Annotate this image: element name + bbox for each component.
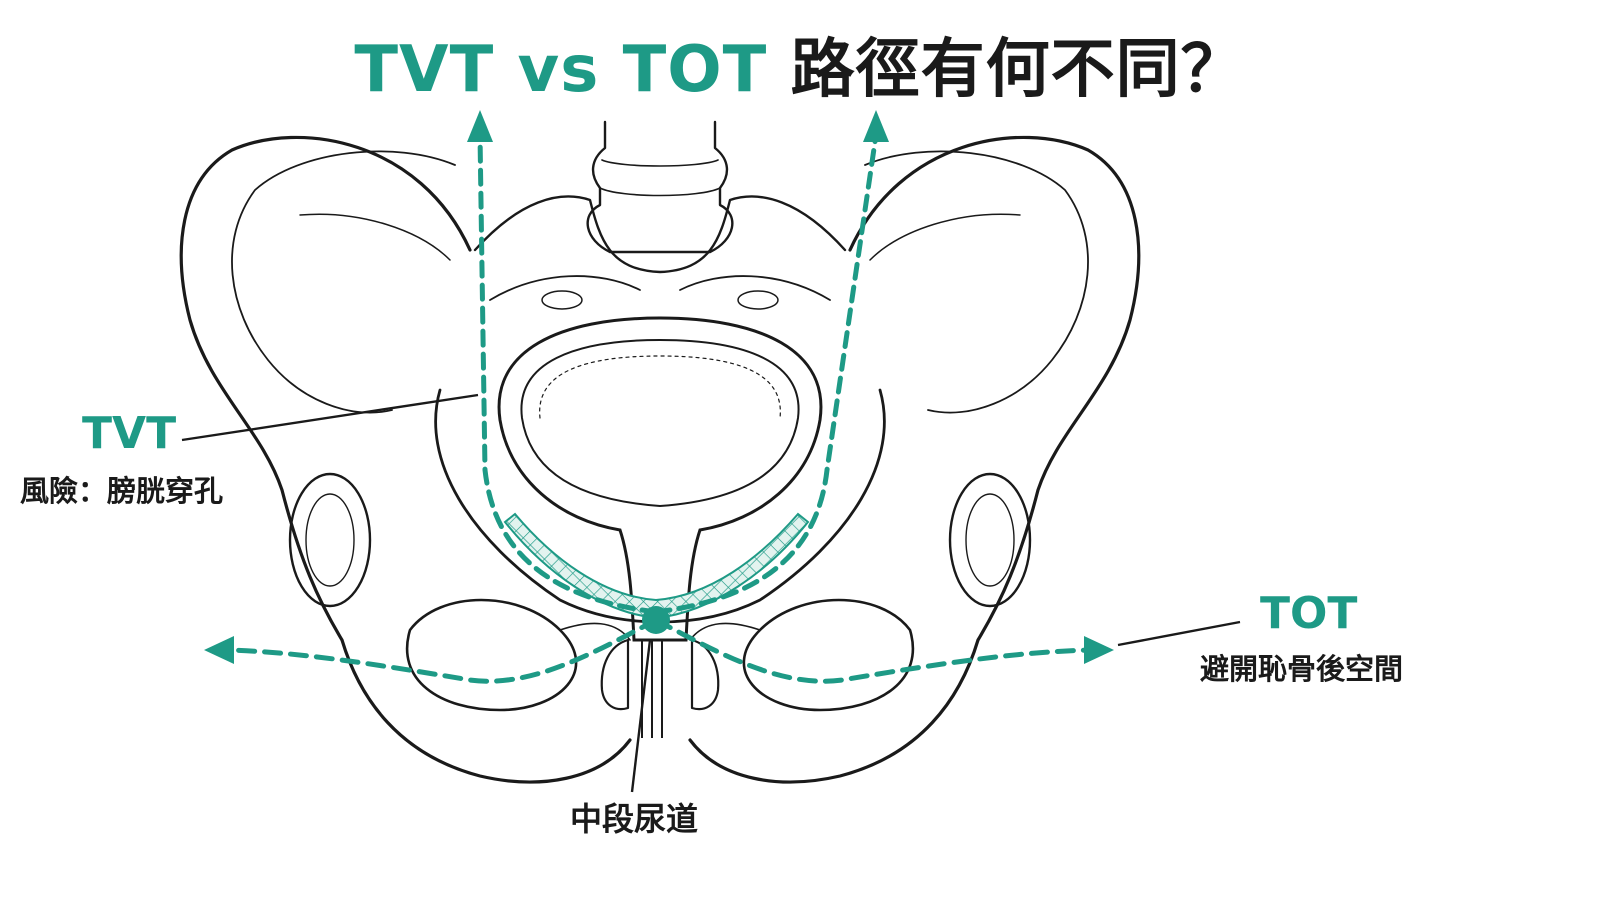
tvt-path-right bbox=[653, 132, 879, 615]
leader-lines bbox=[181, 393, 1241, 793]
right-ilium-ridge bbox=[869, 213, 1021, 261]
tot-note: 避開恥骨後空間 bbox=[1200, 652, 1404, 686]
bladder-inner bbox=[520, 338, 800, 508]
tvt-path-left bbox=[477, 132, 659, 615]
pubic-symphysis-left bbox=[600, 638, 630, 711]
lumbar-vertebra bbox=[586, 120, 734, 254]
left-acetabulum-inner bbox=[305, 493, 355, 587]
sacrum-outline bbox=[473, 195, 847, 274]
sacrum-ala bbox=[489, 275, 831, 301]
tot-path-right bbox=[653, 617, 1093, 684]
title-comparison: TVT vs TOT bbox=[354, 33, 768, 107]
tvt-arrow-left bbox=[467, 110, 493, 142]
tot-path bbox=[225, 617, 1093, 684]
tot-leader-line bbox=[1117, 620, 1241, 647]
left-ilium-inner bbox=[231, 150, 456, 414]
left-ilium-ridge bbox=[299, 213, 451, 261]
tvt-path bbox=[477, 132, 879, 615]
tvt-mesh bbox=[503, 512, 810, 620]
right-sacral-foramen bbox=[737, 290, 779, 310]
bladder-lining bbox=[539, 355, 781, 419]
bladder-outer bbox=[497, 316, 823, 642]
tvt-risk-note: 風險：膀胱穿孔 bbox=[20, 474, 224, 508]
pelvis-bone bbox=[179, 120, 1141, 784]
tvt-leader-line bbox=[181, 393, 479, 442]
left-acetabulum bbox=[288, 472, 372, 608]
right-ilium-inner bbox=[864, 150, 1089, 414]
left-sacral-foramen bbox=[541, 290, 583, 310]
right-obturator-foramen bbox=[742, 598, 915, 712]
left-ilium bbox=[179, 135, 632, 784]
urethra bbox=[641, 640, 663, 738]
tot-path-left bbox=[225, 617, 659, 684]
tvt-label: TVT bbox=[82, 408, 177, 459]
right-ilium bbox=[688, 135, 1141, 784]
lumbar-disc bbox=[599, 159, 721, 197]
right-acetabulum-inner bbox=[965, 493, 1015, 587]
title-question: 路徑有何不同？ bbox=[790, 33, 1246, 107]
left-obturator-foramen bbox=[405, 598, 578, 712]
bladder bbox=[497, 316, 823, 642]
tvt-arrow-right bbox=[863, 110, 889, 142]
right-acetabulum bbox=[948, 472, 1032, 608]
tot-arrow-left bbox=[204, 636, 234, 664]
midurethra-leader-line bbox=[630, 639, 652, 793]
midurethra-dot bbox=[642, 606, 670, 634]
page-title: TVT vs TOT 路徑有何不同？ bbox=[0, 18, 1600, 110]
tot-label: TOT bbox=[1260, 588, 1358, 639]
tot-arrow-right bbox=[1084, 636, 1114, 664]
midurethra-label: 中段尿道 bbox=[570, 800, 699, 838]
